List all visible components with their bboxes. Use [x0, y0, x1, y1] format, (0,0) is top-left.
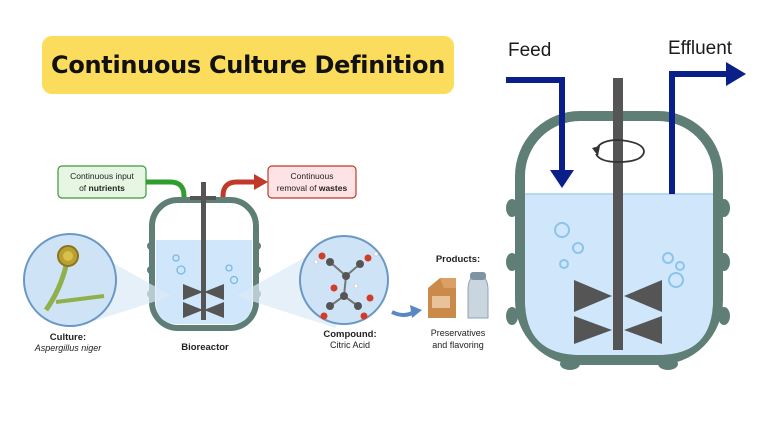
compound-label: Compound:: [323, 329, 376, 340]
page-title: Continuous Culture Definition: [51, 51, 445, 79]
title-banner: Continuous Culture Definition: [42, 36, 454, 94]
small-bioreactor: [147, 182, 261, 331]
compound-name: Citric Acid: [330, 340, 370, 350]
culture-microscope-view: [23, 233, 117, 327]
to-products-arrow: [391, 310, 416, 317]
milk-carton-icon: [428, 278, 456, 318]
products-label: Products:: [436, 254, 480, 265]
effluent-arrow: [669, 71, 728, 194]
waste-arrow: [220, 179, 256, 232]
output-line2: removal of wastes: [277, 183, 348, 193]
effluent-label: Effluent: [668, 38, 733, 59]
nutrient-input-box: Continuous input of nutrients: [57, 165, 147, 199]
large-bioreactor: [506, 78, 730, 370]
input-line1: Continuous input: [70, 171, 134, 181]
waste-output-box: Continuous removal of wastes: [267, 165, 357, 199]
citric-acid-molecule-view: [299, 235, 389, 325]
products-line2: and flavoring: [432, 340, 484, 350]
nutrient-arrow: [146, 179, 187, 218]
salt-shaker-icon: [467, 272, 489, 319]
to-products-arrow-head: [410, 305, 422, 318]
products-line1: Preservatives: [431, 328, 486, 338]
waste-arrow-head: [254, 174, 268, 190]
culture-organism: Aspergillus niger: [34, 343, 103, 353]
feed-label: Feed: [508, 40, 551, 61]
culture-label: Culture:: [50, 332, 86, 343]
input-line2: of nutrients: [79, 183, 125, 193]
effluent-arrow-head: [726, 62, 746, 86]
output-line1: Continuous: [290, 171, 333, 181]
bioreactor-label: Bioreactor: [181, 342, 229, 353]
feed-arrow-head: [550, 170, 574, 188]
feed-arrow: [506, 77, 565, 172]
